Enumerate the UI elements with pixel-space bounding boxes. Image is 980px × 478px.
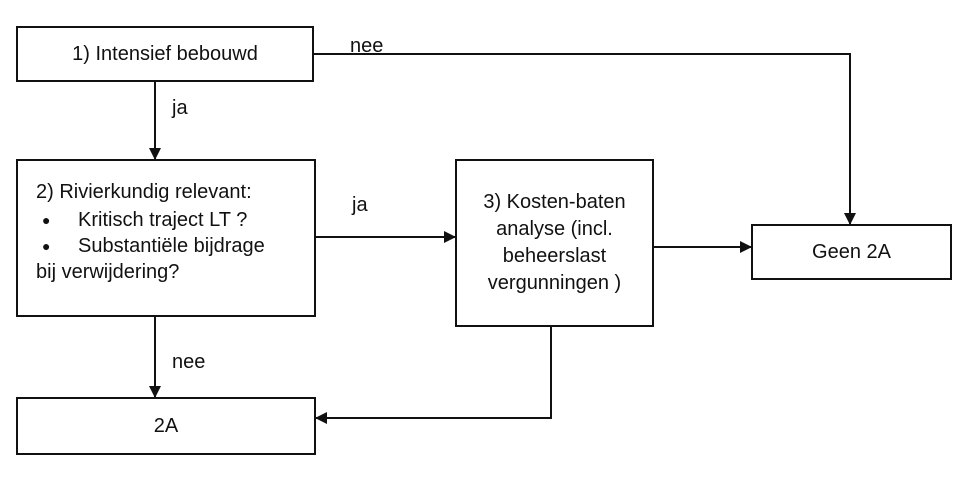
criteria-item-substantiele: Substantiële bijdrage	[42, 233, 314, 259]
edge-intensief-to-geen2a	[313, 53, 856, 225]
box-kosten-line-2: analyse (incl.	[496, 218, 613, 240]
box-2a-label: 2A	[153, 415, 179, 437]
edge-label-nee-down: nee	[172, 351, 206, 373]
box-rivierkundig-relevant: 2) Rivierkundig relevant: Kritisch traje…	[16, 159, 316, 317]
edge-label-nee-top: nee	[350, 35, 384, 57]
box-2a: 2A	[16, 397, 316, 455]
box-geen-2a-label: Geen 2A	[812, 241, 891, 263]
box-intensief-label: 1) Intensief bebouwd	[72, 43, 258, 65]
edge-kosten-to-2a	[315, 327, 552, 424]
edge-label-ja-right: ja	[352, 194, 368, 216]
edge-label-ja-down: ja	[172, 97, 188, 119]
box-kosten-line-3: beheerslast	[502, 245, 607, 267]
criteria-item-continuation: bij verwijdering?	[36, 261, 180, 283]
criteria-list: Kritisch traject LT ? Substantiële bijdr…	[36, 207, 314, 285]
box-kosten-line-4: vergunningen )	[487, 272, 622, 294]
box-rivierkundig-title: 2) Rivierkundig relevant:	[36, 181, 252, 203]
box-kosten-baten: 3) Kosten-baten analyse (incl. beheersla…	[455, 159, 654, 327]
box-intensief-bebouwd: 1) Intensief bebouwd	[16, 26, 314, 82]
box-geen-2a: Geen 2A	[751, 224, 952, 280]
criteria-item-kritisch: Kritisch traject LT ?	[42, 207, 314, 233]
box-kosten-line-1: 3) Kosten-baten	[483, 191, 626, 213]
